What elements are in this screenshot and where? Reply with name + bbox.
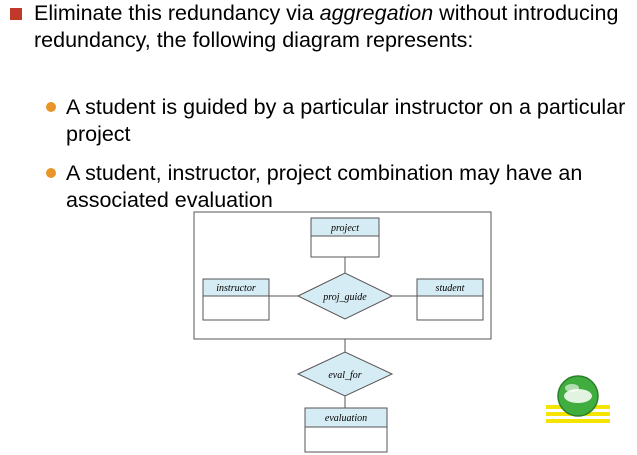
- main-bullet-square: [10, 8, 22, 20]
- main-bullet-text: Eliminate this redundancy via aggregatio…: [34, 0, 624, 54]
- relationship-proj-guide-label: proj_guide: [322, 292, 367, 303]
- entity-student-label: student: [436, 283, 465, 294]
- entity-evaluation-label: evaluation: [325, 413, 367, 424]
- entity-student: student: [416, 278, 484, 321]
- sub-bullet-dot-1: [46, 102, 56, 112]
- entity-instructor: instructor: [202, 278, 270, 321]
- main-bullet-pre: Eliminate this redundancy via: [34, 1, 320, 25]
- relationship-eval-for-label: eval_for: [328, 370, 361, 381]
- entity-project-label: project: [330, 223, 359, 234]
- globe-logo-icon: [546, 375, 610, 423]
- main-bullet-emphasis: aggregation: [319, 1, 434, 25]
- entity-instructor-label: instructor: [216, 283, 256, 294]
- relationship-eval-for: eval_for: [296, 351, 394, 397]
- main-bullet-post: without introducing redundancy, the foll…: [34, 1, 619, 52]
- relationship-proj-guide: proj_guide: [296, 272, 394, 320]
- entity-evaluation: evaluation: [304, 407, 388, 453]
- sub-bullet-dot-2: [46, 168, 56, 178]
- sub-bullet-2: A student, instructor, project combinati…: [66, 161, 583, 212]
- aggregation-box: [193, 211, 492, 340]
- sub-bullet-1: A student is guided by a particular inst…: [66, 95, 626, 146]
- entity-project: project: [310, 217, 380, 258]
